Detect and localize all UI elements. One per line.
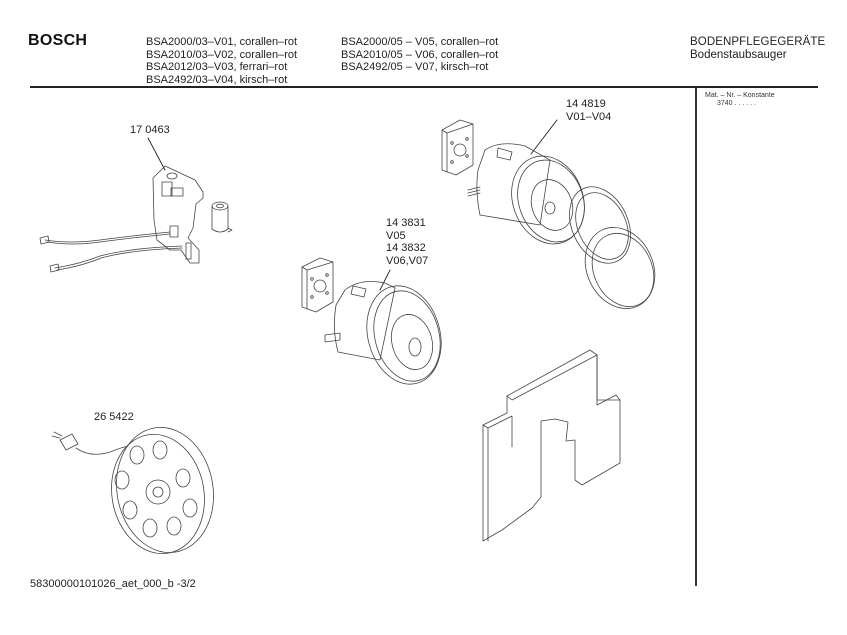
model-entry: BSA2000/05 – V05, corallen–rot (341, 36, 499, 48)
model-entry: BSA2012/03–V03, ferrari–rot (146, 61, 288, 73)
cable-reel-part[interactable] (52, 420, 223, 561)
wire (55, 246, 182, 268)
outer-ring (572, 216, 667, 320)
leader-line (531, 120, 557, 154)
category-block: BODENPFLEGEGERÄTE Bodenstaubsauger (690, 36, 825, 62)
material-number-box: Mat. – Nr. – Konstante 3740 . . . . . . (705, 92, 775, 108)
model-entry: BSA2492/03–V04, kirsch–rot (146, 73, 288, 86)
wire (47, 234, 170, 244)
part-number: 14 4819 (566, 98, 606, 110)
reel-hub (146, 480, 170, 504)
wire-terminal (40, 236, 49, 244)
motor-shaft (325, 333, 340, 342)
part-number: 14 3832 (386, 242, 426, 254)
wire (45, 232, 170, 242)
part-number: 14 3831 (386, 217, 426, 229)
category-title: BODENPFLEGEGERÄTE (690, 36, 826, 48)
switch-button (162, 182, 172, 196)
part-number: 26 5422 (94, 411, 134, 423)
leader-line (148, 138, 165, 170)
document-id: 58300000101026_aet_000_b -3/2 (30, 578, 196, 590)
motor-shaft (468, 187, 480, 196)
mounting-plate (442, 120, 473, 175)
category-subtitle: Bodenstaubsauger (690, 49, 787, 61)
plug-pins (52, 432, 62, 438)
filter-outline (483, 350, 620, 541)
model-entry: BSA2010/05 – V06, corallen–rot (341, 48, 499, 61)
fan-hub (409, 338, 421, 356)
wire-terminal (50, 264, 59, 272)
motor-label (351, 286, 366, 297)
part-number: 17 0463 (130, 124, 170, 136)
material-number-dots: . . . . . . (734, 100, 756, 107)
fan-housing (500, 146, 597, 255)
foam-filter-part[interactable] (483, 350, 620, 541)
switch-block (171, 188, 183, 196)
terminal (186, 243, 191, 259)
motor-small-part[interactable] (302, 258, 452, 393)
model-list-left: BSA2000/03–V01, corallen–rot BSA2010/03–… (146, 36, 297, 86)
wire (57, 248, 182, 270)
material-number-value: 3740 (717, 100, 733, 107)
fan-hub (545, 202, 555, 214)
board-hole (167, 173, 177, 179)
leader-line (380, 270, 390, 290)
connector-block (170, 226, 178, 237)
part-variant: V01–V04 (566, 110, 612, 123)
material-number-value-row: 3740 . . . . . . (705, 100, 775, 108)
mounting-plate (302, 258, 333, 312)
motor-body (334, 282, 395, 360)
reel-holes (115, 441, 197, 537)
side-panel-divider (695, 87, 697, 586)
part-variant: V05 (386, 229, 406, 242)
brand-logo: BOSCH (28, 32, 88, 49)
motor-body (477, 144, 550, 225)
part-variant: V06,V07 (386, 254, 429, 267)
model-entry: BSA2010/03–V02, corallen–rot (146, 48, 298, 61)
model-entry: BSA2000/03–V01, corallen–rot (146, 36, 298, 48)
reel-back (107, 420, 223, 561)
part-label-motor-large: 14 4819 V01–V04 (566, 98, 611, 123)
power-cord (76, 446, 128, 454)
fan-housing (356, 277, 451, 392)
part-label-motor-small: 14 3831 V05 14 3832 V06,V07 (386, 217, 428, 267)
motor-large-part[interactable] (442, 120, 668, 320)
switch-board-part[interactable] (40, 138, 232, 272)
motor-label (497, 148, 512, 160)
plug (60, 434, 78, 450)
model-entry: BSA2492/05 – V07, kirsch–rot (341, 61, 489, 73)
model-list-right: BSA2000/05 – V05, corallen–rot BSA2010/0… (341, 36, 498, 74)
reel-front (102, 427, 213, 561)
seal-ring (558, 177, 643, 273)
part-label-cable-reel: 26 5422 (94, 411, 134, 424)
material-number-label: Mat. – Nr. – Konstante (705, 92, 775, 99)
coil-component (212, 202, 232, 232)
part-label-switch-board: 17 0463 (130, 124, 170, 137)
header-divider (30, 86, 818, 88)
